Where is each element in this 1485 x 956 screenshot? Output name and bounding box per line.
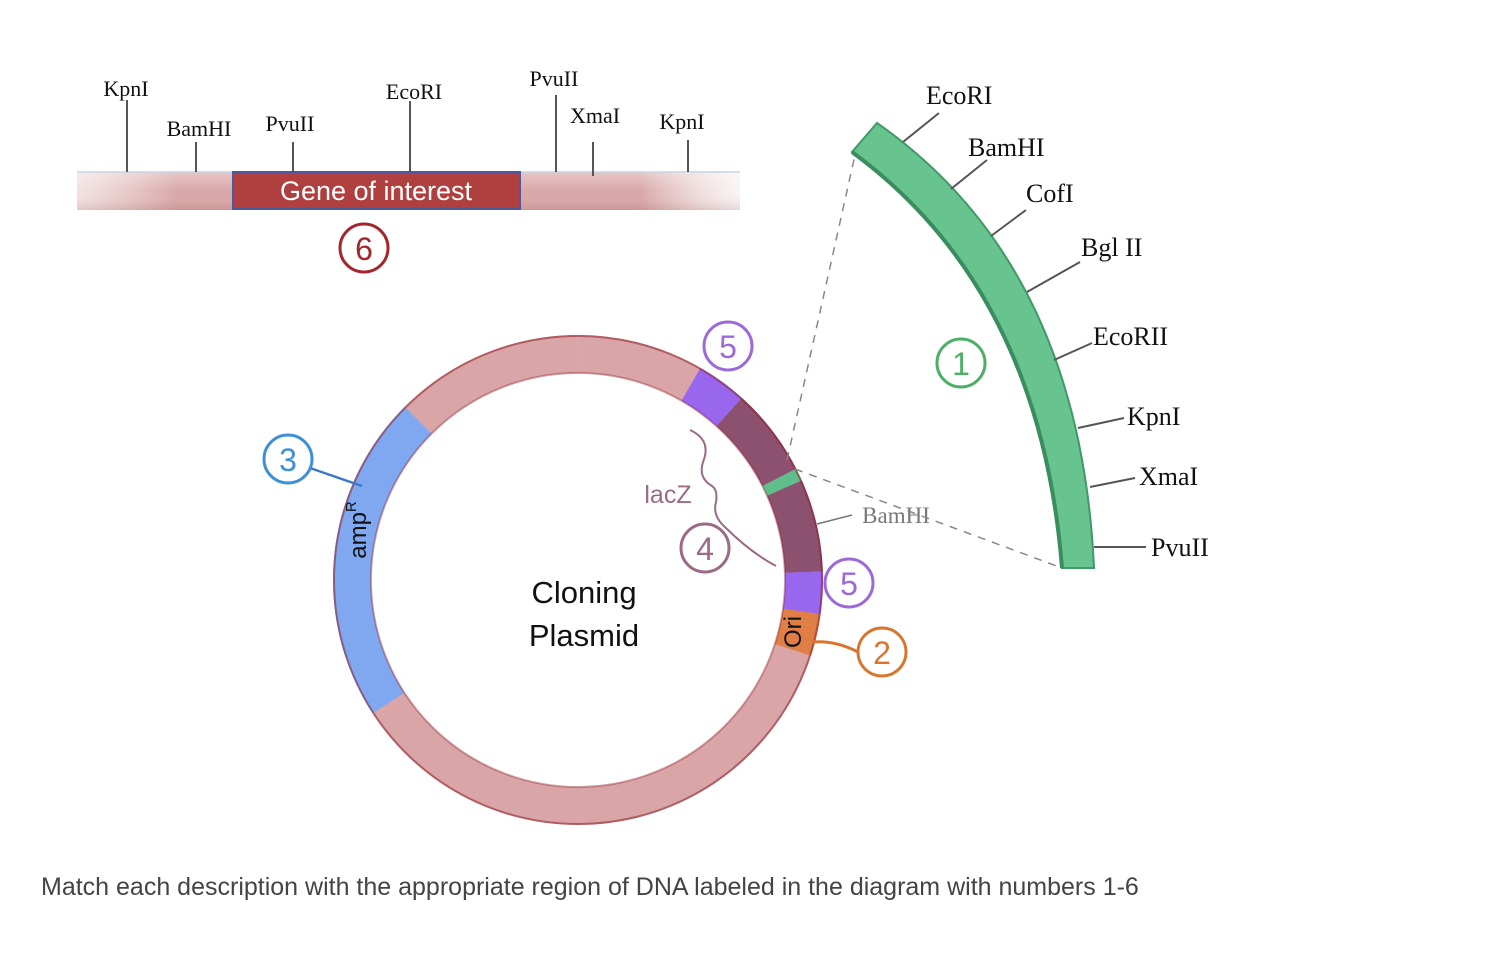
- instruction-text: Match each description with the appropri…: [41, 873, 1139, 901]
- site-label-pvuii-left: PvuII: [266, 111, 315, 136]
- lacz-label: lacZ: [644, 481, 691, 509]
- ori-callout-line: [811, 640, 859, 654]
- mcs-label-ecorii: EcoRII: [1093, 322, 1168, 351]
- amp-label-group: ampR: [343, 501, 372, 559]
- mcs-pointer-xmai: [1089, 477, 1136, 488]
- promoter-region-bottom: [782, 571, 823, 615]
- number-1: 1: [952, 346, 970, 382]
- mcs-arc-shadow: [850, 150, 1064, 569]
- number-5-bottom: 5: [840, 566, 858, 602]
- number-5-top: 5: [719, 329, 737, 365]
- number-5-bottom-circle: [823, 557, 875, 609]
- mcs-label-bamhi: BamHI: [968, 133, 1045, 162]
- number-6: 6: [355, 231, 373, 267]
- gene-strip: Gene of interest KpnI BamHI PvuII EcoRI …: [77, 66, 740, 274]
- site-label-kpni-left: KpnI: [103, 76, 148, 101]
- number-2-circle: [856, 626, 908, 678]
- site-label-bamhi: BamHI: [167, 116, 232, 141]
- mcs-pointer-ecori: [902, 112, 940, 143]
- promoter-region-top: [681, 367, 742, 427]
- ori-label: Ori: [780, 616, 807, 648]
- amp-region: [333, 406, 432, 714]
- amp-label: ampR: [343, 501, 372, 559]
- number-3: 3: [279, 442, 297, 478]
- number-3-circle: [262, 433, 314, 485]
- mcs-pointer-kpni: [1077, 417, 1125, 429]
- lacz-region-upper: [716, 397, 797, 487]
- site-label-kpni-right: KpnI: [659, 109, 704, 134]
- number-2: 2: [873, 635, 891, 671]
- mcs-region: [762, 468, 802, 496]
- amp-callout-line: [309, 466, 363, 488]
- mcs-pointer-bamhi: [950, 159, 988, 190]
- bamhi-pointer: [816, 514, 853, 525]
- lacz-brace: [689, 429, 777, 567]
- mcs-label-ecori: EcoRI: [926, 81, 992, 110]
- mcs-zoom: EcoRI BamHI CofI Bgl II EcoRII KpnI XmaI…: [786, 81, 1209, 569]
- ori-label-group: Ori: [780, 616, 807, 648]
- mcs-pointer-cofi: [990, 209, 1027, 237]
- plasmid-outer-rim: [333, 335, 823, 825]
- zoom-line-top: [786, 154, 856, 461]
- plasmid-title-line2: Plasmid: [529, 618, 639, 653]
- gene-of-interest-label: Gene of interest: [280, 176, 473, 206]
- site-label-ecori: EcoRI: [386, 79, 442, 104]
- number-4: 4: [696, 531, 714, 567]
- gene-of-interest-box: [232, 171, 521, 210]
- lacz-region-lower: [767, 480, 823, 573]
- zoom-line-bottom: [794, 468, 1063, 569]
- mcs-pointer-bglii: [1026, 261, 1081, 293]
- number-4-circle: [679, 522, 731, 574]
- plasmid: Cloning Plasmid ampR Ori lacZ BamHI 3 5 …: [262, 320, 930, 825]
- ori-region: [774, 608, 821, 656]
- number-5-top-circle: [702, 320, 754, 372]
- plasmid-inner-rim: [370, 372, 786, 788]
- site-label-xmai: XmaI: [570, 103, 620, 128]
- mcs-pointer-ecorii: [1053, 342, 1093, 361]
- mcs-label-kpni: KpnI: [1127, 402, 1180, 431]
- mcs-label-xmai: XmaI: [1139, 462, 1198, 491]
- site-label-pvuii-right: PvuII: [530, 66, 579, 91]
- mcs-label-cofi: CofI: [1026, 179, 1074, 208]
- plasmid-title-line1: Cloning: [531, 575, 636, 610]
- number-1-circle: [935, 337, 987, 389]
- number-6-circle: [338, 222, 390, 274]
- mcs-label-bglii: Bgl II: [1081, 233, 1142, 262]
- mcs-label-pvuii: PvuII: [1151, 533, 1209, 562]
